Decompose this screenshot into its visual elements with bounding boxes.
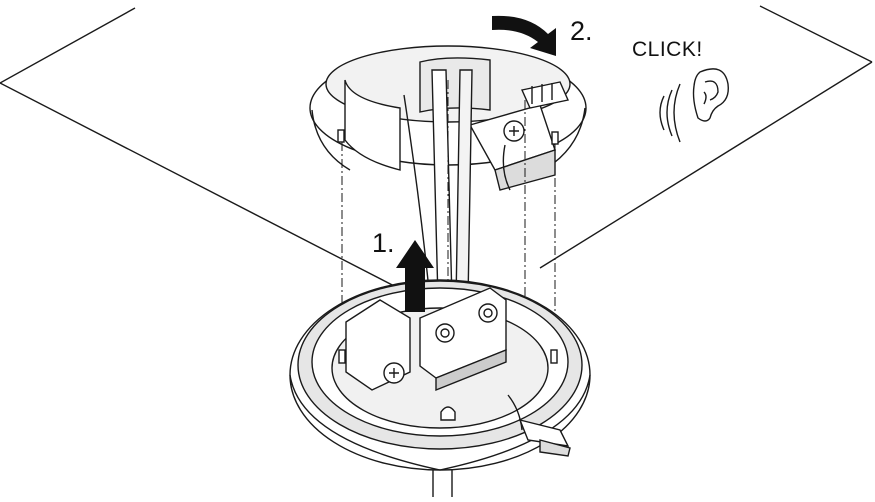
ceiling-edge-left	[0, 82, 403, 291]
sound-waves-icon	[659, 83, 681, 143]
ear-icon	[692, 68, 729, 122]
click-sound-label: CLICK!	[632, 38, 703, 61]
mounting-ring	[309, 45, 587, 191]
base-plate	[289, 279, 591, 471]
step-2-label: 2.	[570, 16, 593, 46]
ceiling-edge-top-left	[0, 7, 136, 84]
arrow-up-icon	[396, 240, 434, 312]
rotate-arrow-icon	[492, 15, 556, 56]
ceiling-edge-top-right	[759, 5, 873, 63]
ceiling-plane	[0, 5, 873, 291]
pole-stub	[432, 470, 453, 497]
ceiling-edge-right	[539, 61, 873, 269]
step-1-label: 1.	[372, 228, 395, 258]
